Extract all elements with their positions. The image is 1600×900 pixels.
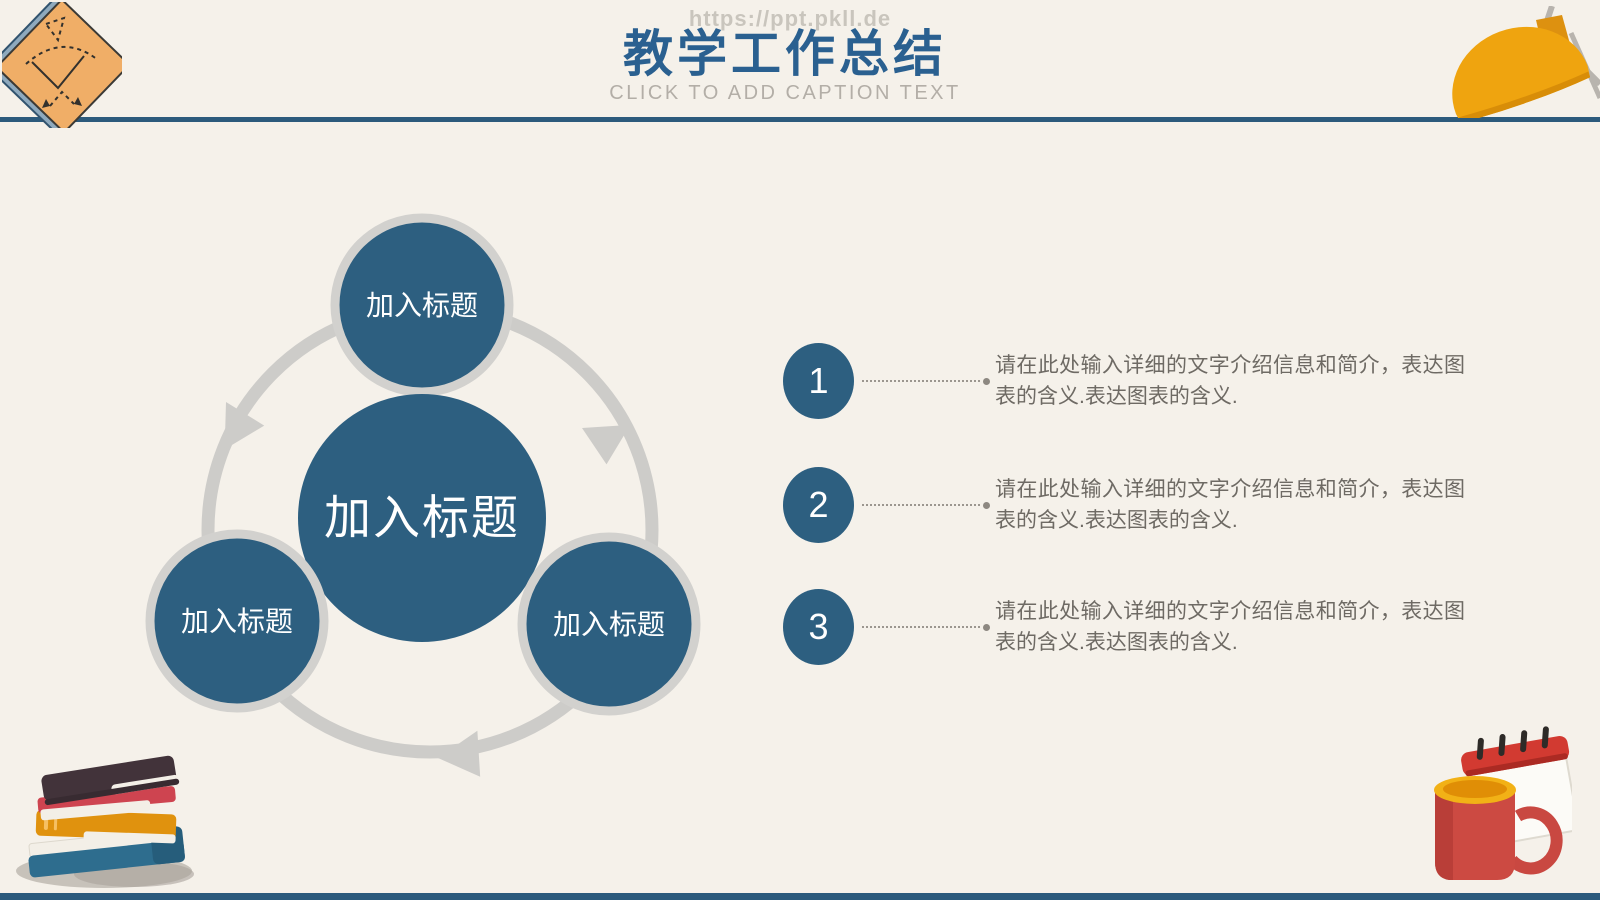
item-2-text[interactable]: 请在此处输入详细的文字介绍信息和简介，表达图表的含义.表达图表的含义. xyxy=(995,478,1465,532)
item-3-connector xyxy=(862,624,990,631)
diagram-node-bottom-left-label[interactable]: 加入标题 xyxy=(181,606,293,637)
diagram-node-top-label[interactable]: 加入标题 xyxy=(366,290,478,321)
diagram-center-label[interactable]: 加入标题 xyxy=(324,491,520,544)
item-3-text[interactable]: 请在此处输入详细的文字介绍信息和简介，表达图表的含义.表达图表的含义. xyxy=(995,600,1465,654)
item-1-text[interactable]: 请在此处输入详细的文字介绍信息和简介，表达图表的含义.表达图表的含义. xyxy=(995,354,1465,408)
set-square-icon xyxy=(2,2,122,128)
slide-title[interactable]: 教学工作总结 xyxy=(623,26,947,82)
diagram-node-top[interactable] xyxy=(330,213,514,397)
item-3-number-badge[interactable]: 3 xyxy=(783,589,854,665)
list-item-2: 2 请在此处输入详细的文字介绍信息和简介，表达图表的含义.表达图表的含义. xyxy=(783,467,1465,543)
bottom-accent-bar xyxy=(0,893,1600,900)
connector-dot xyxy=(983,378,990,385)
diagram-node-bottom-right[interactable] xyxy=(517,532,701,716)
diagram-node-center[interactable] xyxy=(298,394,546,642)
slide-subtitle[interactable]: CLICK TO ADD CAPTION TEXT xyxy=(609,82,961,104)
ring-arrow-bottom-icon xyxy=(438,730,481,777)
connector-dot xyxy=(983,502,990,509)
list-item-3: 3 请在此处输入详细的文字介绍信息和简介，表达图表的含义.表达图表的含义. xyxy=(783,589,1465,665)
item-2-connector xyxy=(862,502,990,509)
item-1-connector xyxy=(862,378,990,385)
cycle-diagram: 加入标题 加入标题 加入标题 加入标题 xyxy=(145,213,701,777)
item-2-number-badge[interactable]: 2 xyxy=(783,467,854,543)
ring-arrow-left-icon xyxy=(224,402,265,450)
book-stack-icon xyxy=(16,755,194,888)
site-watermark: https://ppt.pkll.de xyxy=(688,6,892,31)
item-1-number-badge[interactable]: 1 xyxy=(783,343,854,419)
desk-lamp-icon xyxy=(1452,6,1600,118)
diagram-node-bottom-left[interactable] xyxy=(145,529,329,713)
connector-dot xyxy=(983,624,990,631)
mug-calendar-icon xyxy=(1434,726,1572,880)
header-divider xyxy=(0,117,1600,122)
list-item-1: 1 请在此处输入详细的文字介绍信息和简介，表达图表的含义.表达图表的含义. xyxy=(783,343,1465,419)
diagram-node-bottom-right-label[interactable]: 加入标题 xyxy=(553,609,665,640)
ring-arrow-right-icon xyxy=(582,424,631,465)
